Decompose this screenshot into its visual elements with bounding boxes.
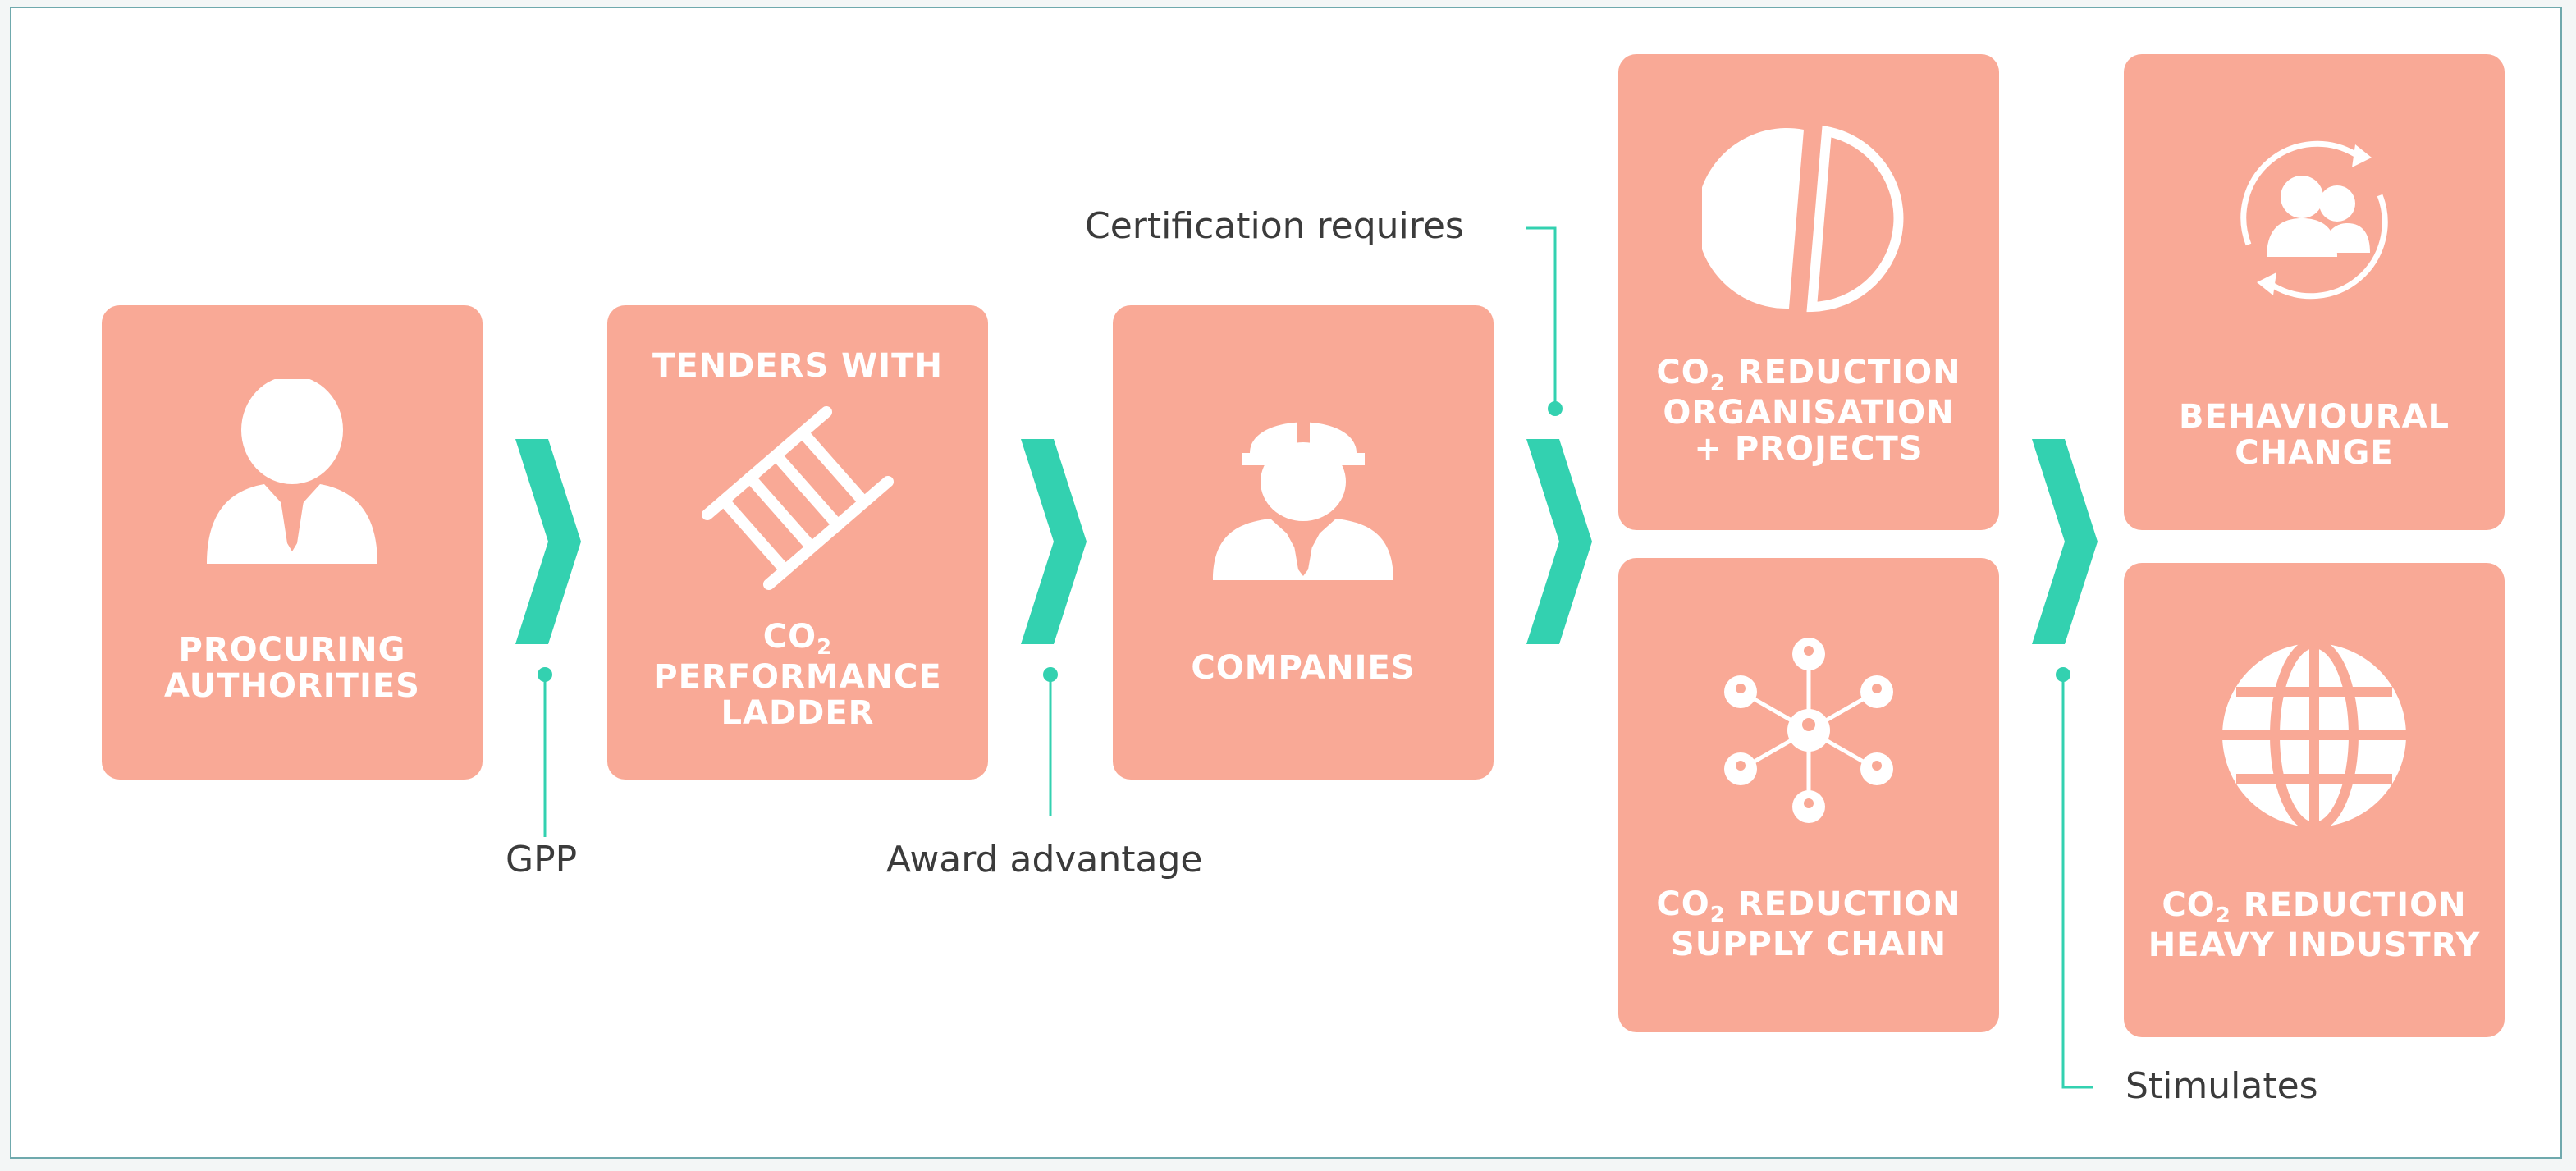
ladder-icon — [702, 406, 894, 590]
chevron-right-icon — [515, 439, 581, 644]
annotation-gpp: GPP — [506, 839, 578, 881]
chevron-right-icon — [2032, 439, 2098, 644]
card-label: CHANGE — [2235, 434, 2394, 472]
co2-subscript: 2 — [1709, 903, 1726, 927]
card-label: PERFORMANCE — [653, 658, 942, 696]
card-label: COMPANIES — [1191, 649, 1416, 687]
card-supply-chain: CO2 REDUCTION SUPPLY CHAIN — [1618, 558, 1999, 1032]
card-label: HEAVY INDUSTRY — [2148, 926, 2481, 964]
card-label: PROCURING — [178, 631, 406, 669]
card-procuring-authorities: PROCURING AUTHORITIES — [102, 305, 483, 780]
globe-icon — [2222, 638, 2406, 832]
card-label: SUPPLY CHAIN — [1670, 926, 1947, 963]
card-label: BEHAVIOURAL — [2178, 398, 2450, 436]
user-icon — [207, 379, 377, 564]
annotation-stimulates: Stimulates — [2125, 1065, 2318, 1107]
pie-chart-icon — [1702, 125, 1904, 313]
gpp-dot — [538, 667, 552, 682]
certification-connector — [1526, 226, 1557, 409]
co2-text: CO — [1656, 354, 1710, 391]
chevron-right-icon — [1021, 439, 1087, 644]
card-tenders: TENDERS WITH CO2 PERFORMANCE LADDER — [607, 305, 988, 780]
co2-text: CO — [762, 618, 817, 656]
card-companies: COMPANIES — [1113, 305, 1494, 780]
network-icon — [1724, 638, 1893, 823]
card-label: REDUCTION — [1725, 354, 1961, 391]
card-label: ORGANISATION — [1663, 394, 1955, 432]
chevron-right-icon — [1526, 439, 1592, 644]
annotation-certification-requires: Certification requires — [1085, 205, 1464, 247]
card-label: AUTHORITIES — [164, 667, 420, 705]
card-organisation-projects: CO2 REDUCTION ORGANISATION + PROJECTS — [1618, 54, 1999, 530]
stimulates-connector — [2061, 675, 2093, 1089]
card-label: + PROJECTS — [1694, 430, 1924, 468]
card-label: REDUCTION — [2231, 886, 2467, 924]
card-label: TENDERS WITH — [652, 347, 943, 385]
card-label: REDUCTION — [1725, 885, 1961, 923]
card-heavy-industry: CO2 REDUCTION HEAVY INDUSTRY — [2124, 563, 2505, 1037]
award-dot — [1043, 667, 1058, 682]
annotation-award-advantage: Award advantage — [886, 839, 1203, 881]
stimulates-dot — [2056, 667, 2070, 682]
co2-subscript: 2 — [2215, 903, 2231, 928]
co2-subscript: 2 — [817, 635, 833, 660]
worker-icon — [1213, 419, 1393, 580]
co2-text: CO — [1656, 885, 1710, 923]
card-label: LADDER — [721, 694, 875, 732]
card-behavioural-change: BEHAVIOURAL CHANGE — [2124, 54, 2505, 530]
co2-text: CO — [2162, 886, 2216, 924]
co2-subscript: 2 — [1709, 371, 1726, 396]
group-cycle-icon — [2240, 140, 2388, 300]
certification-dot — [1548, 401, 1563, 416]
